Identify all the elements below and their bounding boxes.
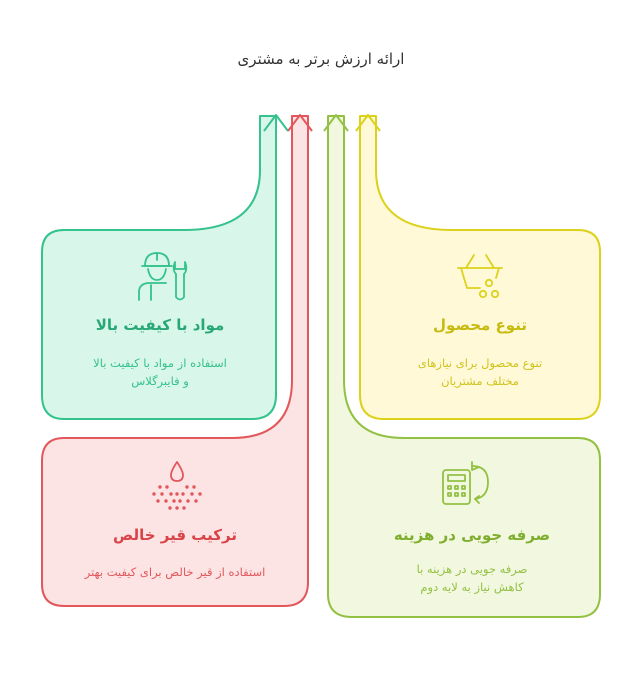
cost-desc-line1: صرفه جویی در هزینه با	[416, 562, 528, 576]
variety-desc-line1: تنوع محصول برای نیازهای	[417, 356, 543, 370]
quality-desc-line2: و فایبرگلاس	[131, 374, 189, 388]
worker-wrench-icon	[138, 252, 188, 301]
quality-shape	[41, 115, 277, 420]
variety-title: تنوع محصول	[433, 316, 527, 334]
cost-shape	[327, 115, 601, 618]
resin-title: ترکیب قیر خالص	[113, 526, 237, 544]
resin-shape	[41, 115, 309, 607]
basket-icon	[457, 254, 503, 299]
quality-arrowhead	[263, 114, 289, 135]
calculator-icon	[442, 461, 489, 505]
cost-arrowhead	[323, 114, 349, 132]
drop-icon	[170, 461, 184, 482]
particles-icon	[152, 485, 202, 510]
cost-title: صرفه جویی در هزینه	[393, 526, 551, 544]
quality-title: مواد با کیفیت بالا	[95, 316, 225, 334]
quality-desc-line1: استفاده از مواد با کیفیت بالا	[93, 356, 227, 370]
variety-desc-line2: مختلف مشتریان	[441, 374, 519, 388]
variety-arrowhead	[355, 114, 381, 132]
resin-arrowhead	[287, 114, 313, 132]
diagram-title: ارائه ارزش برتر به مشتری	[237, 50, 405, 68]
cost-desc-line2: کاهش نیاز به لایه دوم	[420, 580, 524, 594]
resin-desc-line1: استفاده از قیر خالص برای کیفیت بهتر	[84, 565, 266, 579]
